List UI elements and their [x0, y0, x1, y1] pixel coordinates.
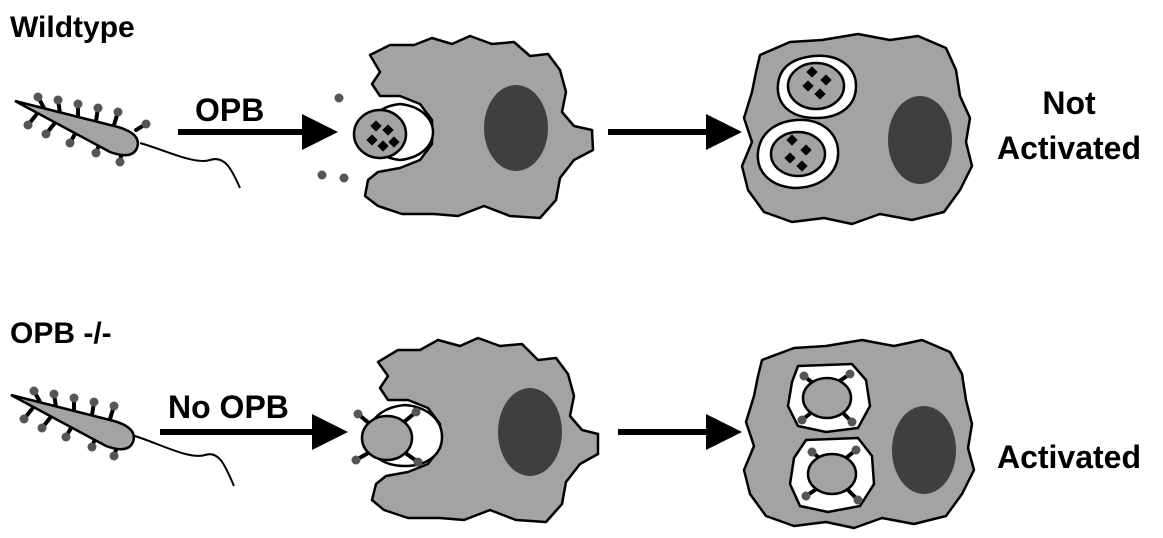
row-title-wildtype: Wildtype	[10, 11, 135, 44]
engulfed-bacterium	[354, 110, 406, 158]
row-opb-knockout: OPB -/- No OPB	[10, 317, 1141, 528]
nucleus	[892, 406, 956, 494]
macrophage-engulfing-wildtype	[354, 36, 593, 218]
macrophage-opb-knockout-result	[744, 340, 974, 528]
arrow-process-wildtype	[608, 114, 742, 150]
outcome-line-2: Activated	[997, 130, 1141, 166]
outcome-line-1: Activated	[997, 439, 1141, 475]
phagosome-2	[790, 438, 874, 512]
macrophage-wildtype-result	[742, 34, 972, 224]
phagosome-1	[778, 56, 856, 118]
macrophage-engulfing-opb-knockout	[352, 338, 599, 522]
flagellum	[140, 143, 240, 188]
outcome-activated: Activated	[997, 439, 1141, 475]
arrow-process-opb-knockout	[618, 414, 742, 450]
arrow-no-opb: No OPB	[160, 389, 348, 450]
flagellum	[135, 436, 234, 486]
phagosome-2	[758, 120, 838, 188]
row-title-opb-knockout: OPB -/-	[10, 317, 112, 350]
outcome-line-1: Not	[1042, 85, 1096, 121]
nucleus	[888, 96, 952, 184]
nucleus	[498, 388, 562, 476]
row-wildtype: Wildtype OPB	[10, 11, 1141, 224]
arrow-label-opb: OPB	[195, 92, 264, 128]
engulfed-bacterium	[352, 408, 423, 467]
arrow-opb: OPB	[178, 92, 338, 150]
phagosome-1	[788, 364, 870, 432]
outcome-not-activated: Not Activated	[997, 85, 1141, 166]
arrow-label-no-opb: No OPB	[168, 389, 289, 425]
nucleus	[484, 85, 548, 171]
